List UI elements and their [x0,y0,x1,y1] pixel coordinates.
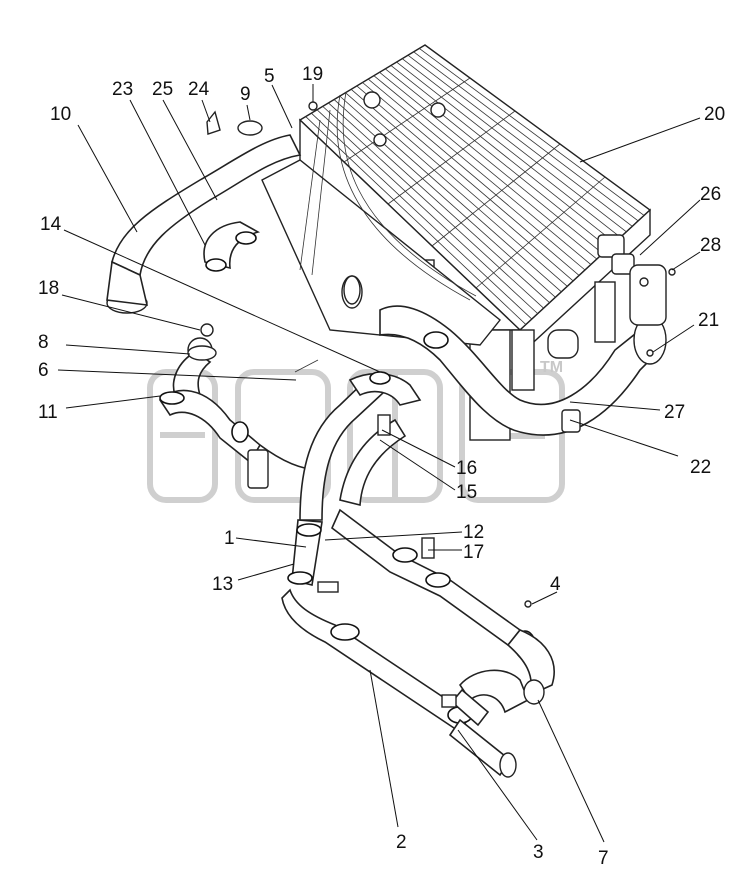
radiator-fin [322,106,544,309]
right-pipe [331,508,555,727]
lower-pipe [281,588,517,778]
callout-22: 22 [690,457,711,478]
callout-3: 3 [533,842,544,863]
callout-1: 1 [224,528,235,549]
callout-10: 10 [50,104,71,125]
callout-12: 12 [463,522,484,543]
callout-labels: 1 2 3 4 5 6 7 8 9 10 11 12 13 14 15 16 1… [38,64,725,869]
radiator-fin [419,48,645,216]
radiator-fin [333,99,556,298]
radiator-frame [261,91,501,346]
callout-13: 13 [212,574,233,595]
radiator-fin [328,102,550,304]
leader-lines [57,84,701,843]
callout-11: 11 [38,402,58,423]
radiator-outlet-hose [379,305,667,436]
callout-25: 25 [152,79,173,100]
callout-27: 27 [664,402,685,423]
callout-21: 21 [698,310,719,331]
radiator-fin [367,78,592,265]
radiator-fin [396,61,621,238]
callout-17: 17 [463,542,484,563]
callout-20: 20 [704,104,725,125]
callout-23: 23 [112,79,133,100]
callout-28: 28 [700,235,721,256]
radiator-fin [413,51,639,222]
watermark-trademark: TM [540,359,563,376]
radiator-rib [343,77,471,163]
radiator-fin [407,54,633,227]
callout-18: 18 [38,278,59,299]
radiator-core [298,44,652,441]
radiator-fin [384,68,609,249]
radiator-fin [390,65,615,244]
right-flange [524,264,676,608]
radiator-fin [356,85,580,276]
radiator-fin [339,95,562,293]
callout-6: 6 [38,360,49,381]
radiator-fin [350,89,574,282]
callout-19: 19 [302,64,323,85]
radiator-fin [402,58,627,233]
radiator-fin [305,116,527,325]
callout-2: 2 [396,832,407,853]
radiator-fin [379,71,603,254]
radiator-rib [475,176,606,289]
radiator-fin [316,109,538,314]
radiator-rib [431,143,561,247]
callout-9: 9 [240,84,251,105]
callout-24: 24 [188,79,210,100]
radiator-fin [311,112,533,320]
callout-5: 5 [264,66,275,87]
radiator-fin [373,75,598,260]
callout-14: 14 [40,214,62,235]
upper-hose [106,134,302,314]
callout-7: 7 [598,848,609,869]
callout-8: 8 [38,332,49,353]
callout-15: 15 [456,482,477,503]
center-pipe [287,371,422,586]
bracket-details [317,414,457,708]
elbow-hose [203,221,261,272]
callout-16: 16 [456,458,477,479]
radiator-fin [345,92,568,287]
radiator-fin [362,82,586,271]
callout-26: 26 [700,184,721,205]
callout-4: 4 [550,574,561,595]
radiator-rib [387,110,516,205]
